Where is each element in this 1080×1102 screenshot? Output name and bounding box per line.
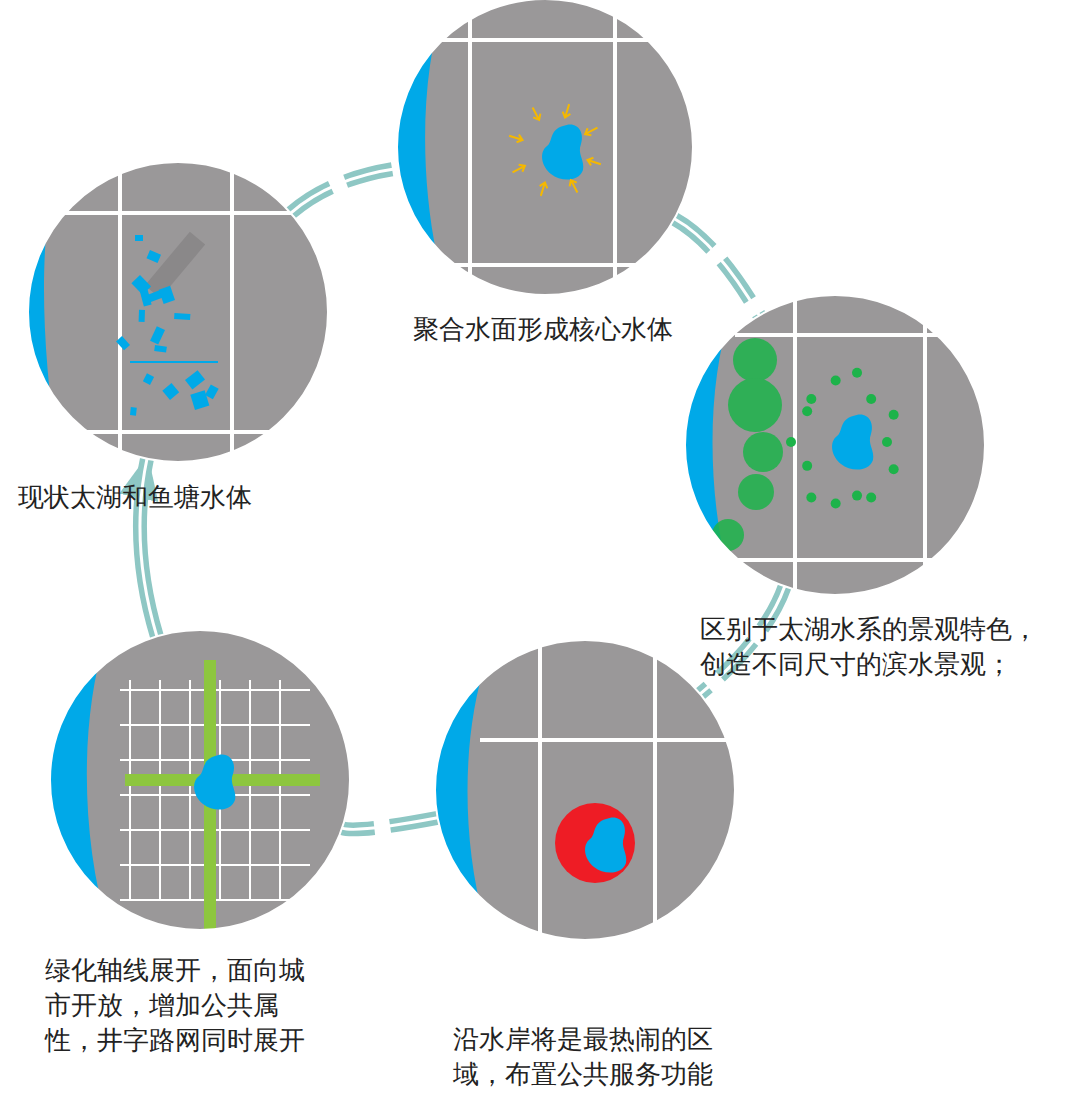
map-circle: 现状太湖和鱼塘水体 xyxy=(28,162,328,462)
step-caption: 沿水岸将是最热闹的区域，布置公共服务功能 xyxy=(453,1022,733,1092)
step-caption: 绿化轴线展开，面向城市开放，增加公共属性，井字路网同时展开 xyxy=(45,953,325,1058)
green-axis-map xyxy=(45,625,355,935)
connector-band xyxy=(674,219,759,316)
core-water-map xyxy=(390,0,700,305)
map-circle: 绿化轴线展开，面向城市开放，增加公共属性，井字路网同时展开 xyxy=(50,630,350,930)
landscape-map xyxy=(680,290,1000,610)
cycle-connector xyxy=(342,818,438,830)
connector-band xyxy=(291,168,399,213)
cycle-connector xyxy=(674,219,759,316)
cycle-connector xyxy=(291,168,399,213)
step-caption: 现状太湖和鱼塘水体 xyxy=(18,480,290,515)
existing-water-map xyxy=(20,150,340,480)
connector-stripe xyxy=(342,818,438,830)
map-circle: 聚合水面形成核心水体 xyxy=(397,0,693,295)
public-service-map xyxy=(430,635,740,945)
step-caption: 区别于太湖水系的景观特色，创造不同尺寸的滨水景观； xyxy=(700,612,1052,682)
connector-stripe xyxy=(291,168,399,213)
map-circle: 区别于太湖水系的景观特色，创造不同尺寸的滨水景观； xyxy=(685,295,985,595)
map-circle: 沿水岸将是最热闹的区域，布置公共服务功能 xyxy=(435,640,735,940)
connector-band xyxy=(342,818,438,830)
step-caption: 聚合水面形成核心水体 xyxy=(413,312,705,347)
connector-stripe xyxy=(674,219,759,316)
